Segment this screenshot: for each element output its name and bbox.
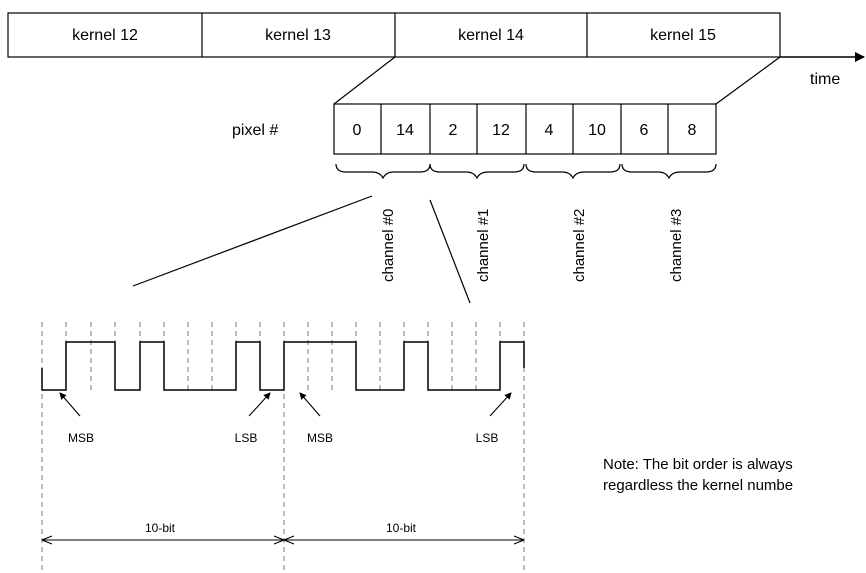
channel-braces	[335, 163, 717, 180]
kernel-12-label: kernel 12	[72, 27, 138, 44]
bit-width-label-2: 10-bit	[386, 521, 417, 535]
note-line-1: Note: The bit order is always	[603, 456, 793, 473]
zoom-line-left-2	[132, 195, 373, 287]
kernel-15-label: kernel 15	[650, 27, 716, 44]
msb-arrow-1	[59, 392, 81, 417]
zoom-line-right-2	[429, 199, 471, 304]
pixel-cell: 2	[449, 122, 458, 139]
msb-arrow-2	[299, 392, 321, 417]
pixel-cell: 12	[492, 122, 510, 139]
pixel-cell: 10	[588, 122, 606, 139]
pixel-cell: 14	[396, 122, 414, 139]
bit-width-dimensions: 10-bit 10-bit	[41, 521, 525, 545]
bit-waveform	[41, 341, 525, 391]
pixel-cell: 0	[353, 122, 362, 139]
channel-3-brace	[621, 163, 717, 180]
msb-label-1: MSB	[68, 431, 94, 445]
msb-label-2: MSB	[307, 431, 333, 445]
pixel-row: pixel # 0 14 2 12 4 10 6 8	[232, 103, 717, 155]
pixel-cell: 6	[640, 122, 649, 139]
pixel-cell: 8	[688, 122, 697, 139]
zoom-line-left	[333, 56, 396, 105]
kernel-14-label: kernel 14	[458, 27, 524, 44]
channel-0-brace	[335, 163, 431, 180]
kernel-timeline: kernel 12 kernel 13 kernel 14 kernel 15 …	[7, 12, 865, 88]
channel-1-label: channel #1	[475, 209, 492, 282]
channel-2-brace	[525, 163, 621, 180]
zoom-line-right	[715, 56, 781, 105]
channel-1-brace	[429, 163, 525, 180]
lsb-arrow-1	[248, 392, 271, 417]
time-axis-label: time	[810, 71, 840, 88]
kernel-bar	[7, 12, 781, 58]
channel-3-label: channel #3	[668, 209, 685, 282]
channel-2-label: channel #2	[571, 209, 588, 282]
lsb-label-1: LSB	[235, 431, 258, 445]
bit-width-label-1: 10-bit	[145, 521, 176, 535]
channel-0-label: channel #0	[380, 209, 397, 282]
kernel-13-label: kernel 13	[265, 27, 331, 44]
lsb-arrow-2	[489, 392, 512, 417]
pixel-cell: 4	[545, 122, 554, 139]
lsb-label-2: LSB	[476, 431, 499, 445]
note-line-2: regardless the kernel numbe	[603, 477, 793, 494]
pixel-label: pixel #	[232, 122, 278, 139]
